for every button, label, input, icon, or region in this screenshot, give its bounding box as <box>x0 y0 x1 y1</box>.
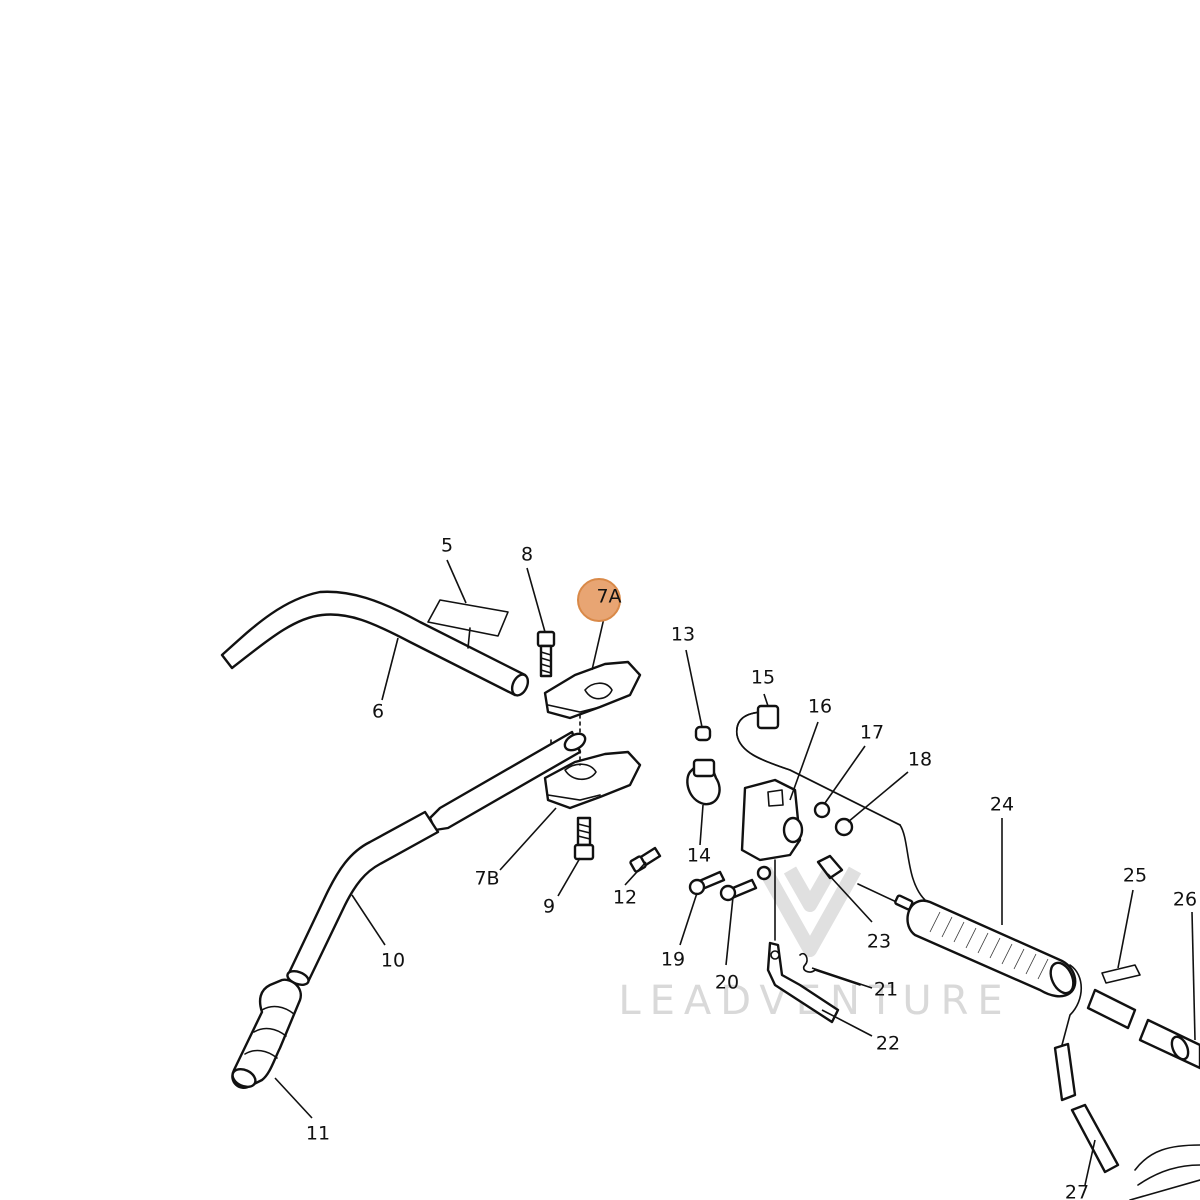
part-label-19[interactable]: 19 <box>661 949 685 971</box>
part-label-17[interactable]: 17 <box>860 722 884 744</box>
part-label-13[interactable]: 13 <box>671 624 695 646</box>
part-label-24[interactable]: 24 <box>990 794 1014 816</box>
part-label-9[interactable]: 9 <box>543 896 555 918</box>
grip-left[interactable] <box>230 978 302 1091</box>
nut-18[interactable] <box>834 817 854 837</box>
part-label-26[interactable]: 26 <box>1173 889 1197 911</box>
part-label-15[interactable]: 15 <box>751 667 775 689</box>
label-25[interactable] <box>1101 964 1141 984</box>
part-label-16[interactable]: 16 <box>808 696 832 718</box>
part-label-8[interactable]: 8 <box>521 544 533 566</box>
handlebar-holder-lower[interactable] <box>543 750 642 810</box>
part-label-27[interactable]: 27 <box>1065 1182 1089 1200</box>
spring-21[interactable] <box>799 952 861 986</box>
collar-20[interactable] <box>756 865 772 881</box>
clamp-14[interactable] <box>686 758 721 806</box>
collar-13[interactable] <box>694 725 712 742</box>
watermark-logo-icon <box>758 866 862 957</box>
part-highlight-7A <box>577 578 621 622</box>
part-label-23[interactable]: 23 <box>867 931 891 953</box>
label-plate[interactable] <box>427 599 509 649</box>
part-labels: 5 6 7A 7B 8 9 10 11 12 13 14 15 16 17 18… <box>306 535 1197 1200</box>
bolt-20[interactable] <box>719 878 758 902</box>
part-label-7A[interactable]: 7A <box>596 586 621 608</box>
part-label-25[interactable]: 25 <box>1123 865 1147 887</box>
pipe-26[interactable] <box>1086 988 1200 1070</box>
nut-17[interactable] <box>813 801 831 819</box>
part-label-10[interactable]: 10 <box>381 950 405 972</box>
part-label-20[interactable]: 20 <box>715 972 739 994</box>
throttle-grip-24[interactable] <box>899 824 1082 1046</box>
handlebar-left-upper[interactable] <box>220 590 531 698</box>
part-label-14[interactable]: 14 <box>687 845 711 867</box>
screw-12[interactable] <box>629 846 662 873</box>
part-label-18[interactable]: 18 <box>908 749 932 771</box>
leader-lines <box>274 559 1196 1186</box>
handlebar-main[interactable] <box>286 730 588 987</box>
part-label-5[interactable]: 5 <box>441 535 453 557</box>
lever-holder[interactable] <box>740 778 804 862</box>
part-label-21[interactable]: 21 <box>874 979 898 1001</box>
cable-27[interactable] <box>1053 1042 1200 1200</box>
handlebar-holder-upper[interactable] <box>543 660 642 720</box>
part-label-6[interactable]: 6 <box>372 701 384 723</box>
holder-bolt-upper[interactable] <box>536 630 556 678</box>
part-label-12[interactable]: 12 <box>613 887 637 909</box>
part-label-11[interactable]: 11 <box>306 1123 330 1145</box>
cable-15[interactable] <box>736 704 901 826</box>
part-label-7B[interactable]: 7B <box>474 868 499 890</box>
holder-bolt-lower[interactable] <box>573 816 595 861</box>
bolt-19[interactable] <box>688 870 726 896</box>
part-label-22[interactable]: 22 <box>876 1033 900 1055</box>
